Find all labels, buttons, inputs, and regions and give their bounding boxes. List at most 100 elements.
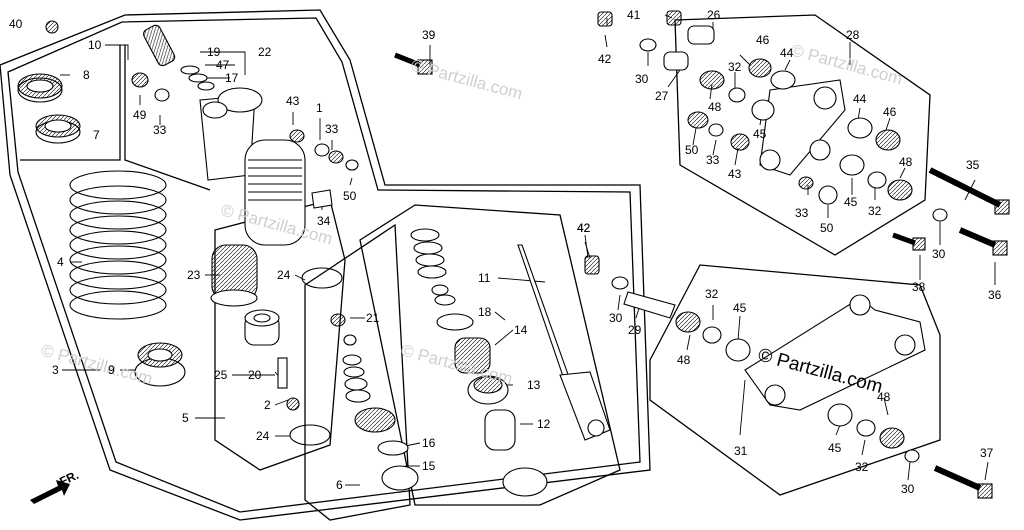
callout-label: 17: [225, 71, 239, 85]
callout-label: 1: [316, 101, 323, 115]
callout-label: 27: [655, 89, 669, 103]
bolt-39-part: [394, 52, 433, 75]
watermark-text: © Partzilla.com: [789, 41, 905, 89]
callout-label: 16: [422, 436, 436, 450]
damper-rod-part: [517, 244, 611, 441]
callout-label: 14: [514, 323, 528, 337]
callout-label: 50: [343, 189, 357, 203]
callout-label: 4: [57, 255, 64, 269]
cushion-arm-part: [759, 79, 846, 176]
callout-label: 49: [133, 108, 147, 122]
callout-label: 22: [258, 45, 272, 59]
damper-piston-part: [244, 309, 280, 346]
callout-label: 39: [422, 28, 436, 42]
callout-label: 41: [627, 8, 641, 22]
parts: [17, 10, 1010, 499]
callout-label: 5: [182, 411, 189, 425]
callout-label: 43: [728, 167, 742, 181]
callout-label: 20: [248, 368, 262, 382]
piston-assembly-part: [454, 337, 548, 497]
callout-label: 13: [527, 378, 541, 392]
connecting-rod-part: [744, 294, 926, 411]
adjuster-nut-part: [35, 114, 81, 144]
callout-label: 34: [317, 214, 331, 228]
callout-label: 32: [855, 460, 869, 474]
callout-label: 45: [733, 301, 747, 315]
right-lower-small-parts: [584, 255, 905, 449]
callout-label: 45: [844, 195, 858, 209]
callout-label: 45: [753, 127, 767, 141]
callout-label: 35: [966, 158, 980, 172]
callout-label: 31: [734, 444, 748, 458]
right-upper-small-parts: [597, 10, 913, 205]
callout-label: 42: [577, 221, 591, 235]
callout-label: 46: [756, 33, 770, 47]
callout-label: 2: [264, 398, 271, 412]
callout-label: 33: [795, 206, 809, 220]
callout-label: 38: [912, 280, 926, 294]
callout-label: 19: [207, 45, 221, 59]
callout-label: 33: [153, 123, 167, 137]
callout-label: 44: [853, 92, 867, 106]
callout-label: 18: [478, 305, 492, 319]
callout-label: 42: [598, 52, 612, 66]
callout-label: 36: [988, 288, 1002, 302]
callout-label: 7: [93, 128, 100, 142]
collar-parts: [289, 129, 359, 209]
callout-labels: 40 10 8 7 4 9 3 5 49 33 19 47 17 22 43 1…: [9, 8, 1002, 496]
callout-label: 9: [108, 363, 115, 377]
bolts-right-part: [892, 167, 1010, 499]
callout-label: 48: [899, 155, 913, 169]
lock-nut-part: [17, 73, 63, 103]
watermark-text: © Partzilla.com: [409, 56, 525, 104]
callout-label: 37: [980, 446, 994, 460]
callout-label: 48: [877, 390, 891, 404]
callout-label: 32: [868, 204, 882, 218]
callout-label: 48: [708, 100, 722, 114]
front-direction-arrow: FR.: [30, 468, 81, 504]
spring-seat-part: [134, 342, 186, 387]
circlip-lower-part: [289, 424, 331, 446]
callout-label: 33: [325, 122, 339, 136]
callout-label: 42: [577, 221, 591, 235]
callout-label: 50: [820, 221, 834, 235]
callout-label: 15: [422, 459, 436, 473]
callout-label: 11: [478, 271, 491, 285]
shock-body-part: [131, 24, 306, 246]
spring-stack-part: [410, 228, 474, 331]
callout-label: 25: [214, 368, 228, 382]
coil-spring-part: [69, 170, 167, 320]
callout-label: 43: [286, 94, 300, 108]
shim-stack-part: [330, 313, 419, 491]
callout-label: 6: [336, 478, 343, 492]
callout-label: 30: [901, 482, 915, 496]
callout-label: 45: [828, 441, 842, 455]
callout-label: 32: [728, 60, 742, 74]
callout-label: 23: [187, 268, 201, 282]
callout-label: 12: [537, 417, 551, 431]
callout-label: 29: [628, 323, 642, 337]
bump-rubber-part: [210, 244, 258, 307]
callout-label: 30: [635, 72, 649, 86]
callout-label: 3: [52, 363, 59, 377]
callout-label: 8: [83, 68, 90, 82]
leader-lines: [60, 14, 996, 486]
small-nut-part: [45, 20, 59, 34]
assembly-outlines: [0, 9, 941, 521]
callout-label: 30: [932, 247, 946, 261]
callout-label: 24: [256, 429, 270, 443]
callout-label: 44: [780, 46, 794, 60]
callout-label: 40: [9, 17, 23, 31]
callout-label: 47: [216, 58, 230, 72]
callout-label: 46: [883, 105, 897, 119]
callout-label: 21: [366, 311, 380, 325]
front-arrow-label: FR.: [57, 468, 80, 489]
callout-label: 30: [609, 311, 623, 325]
callout-label: 24: [277, 268, 291, 282]
callout-label: 28: [846, 28, 860, 42]
valve-part: [277, 357, 300, 411]
callout-label: 32: [705, 287, 719, 301]
callout-label: 48: [677, 353, 691, 367]
